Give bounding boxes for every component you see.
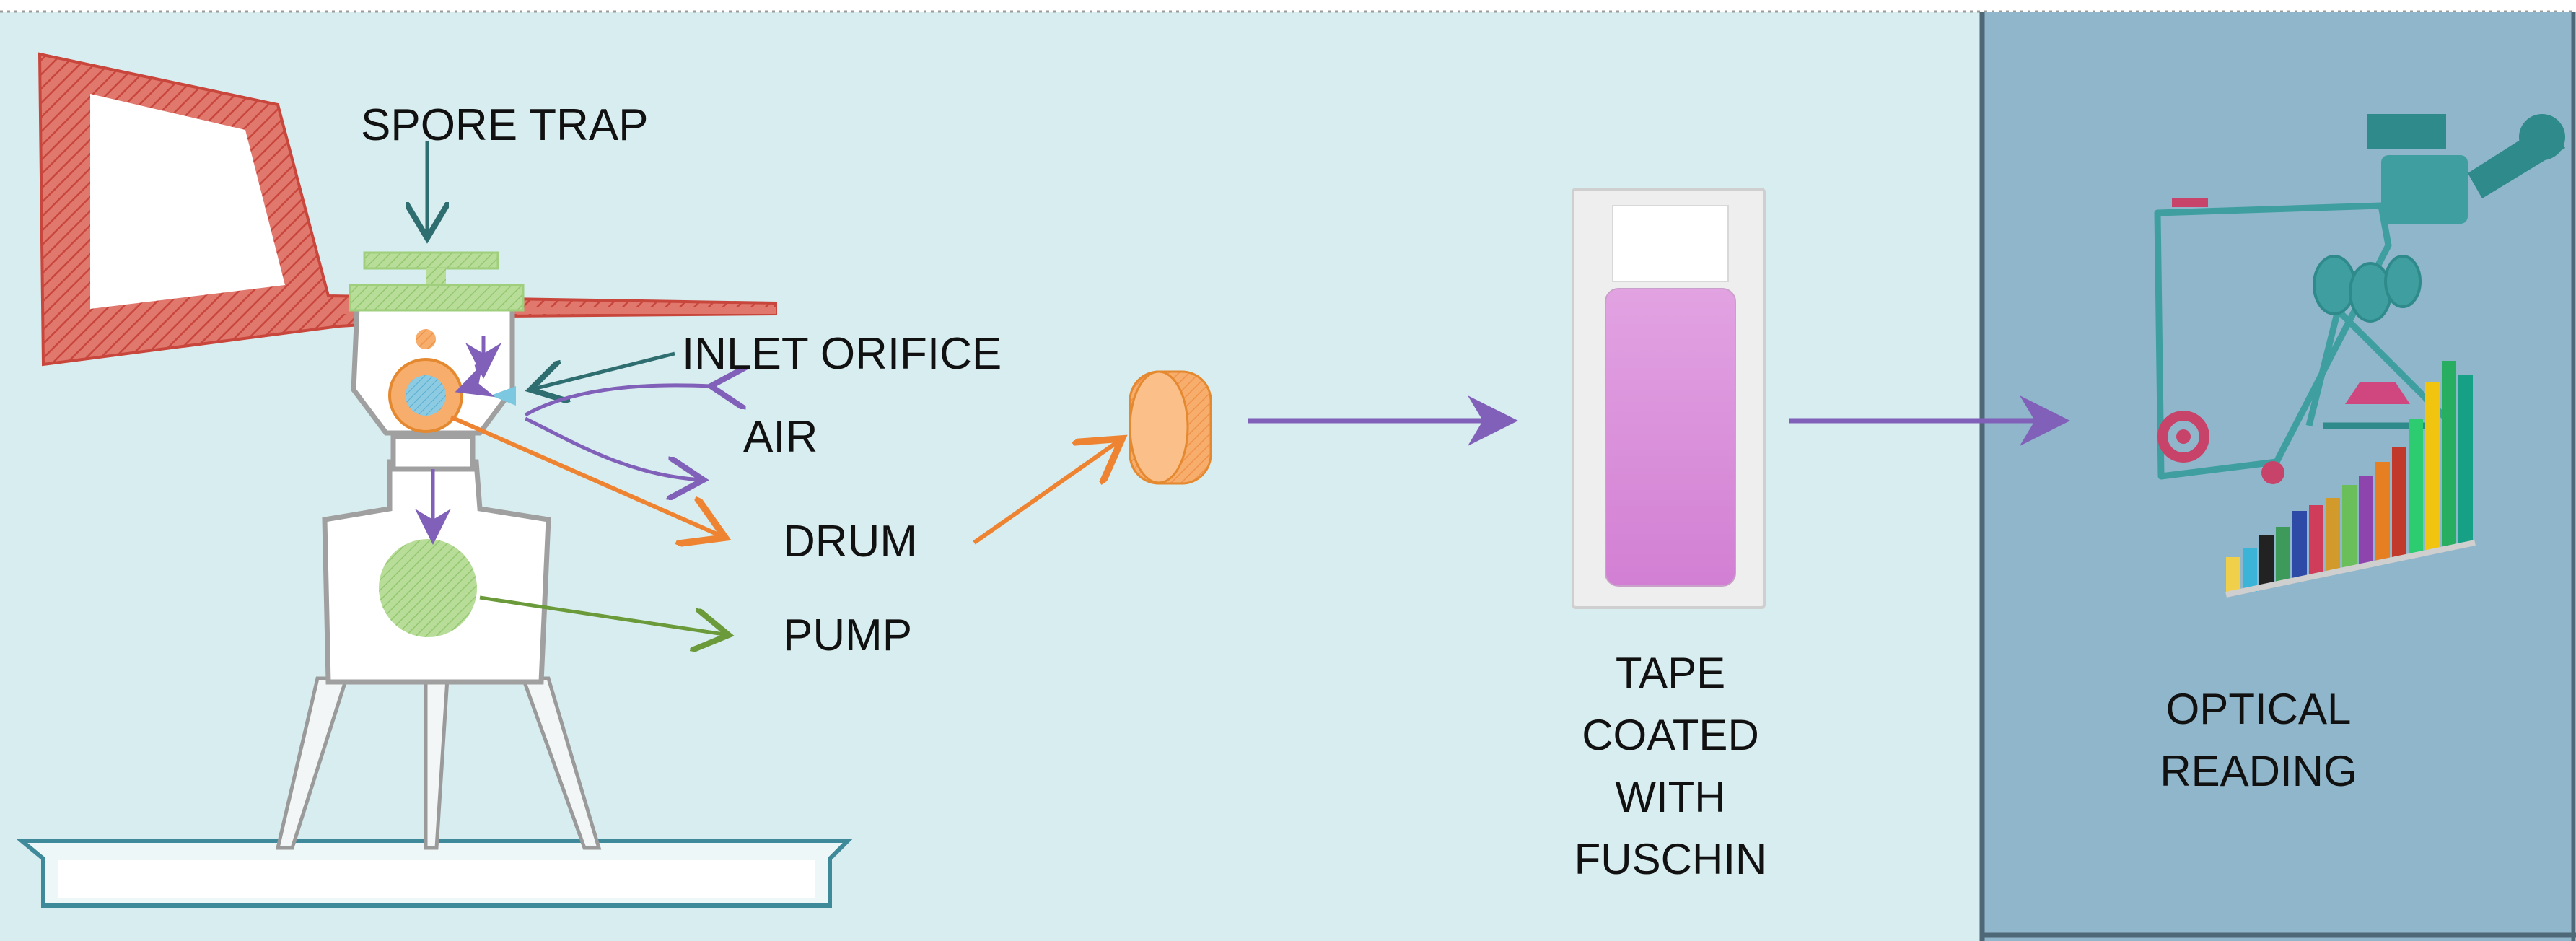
- optical-caption-line: READING: [2160, 747, 2357, 795]
- spore-trap-label: SPORE TRAP: [361, 100, 649, 150]
- optical-caption: OPTICAL READING: [2136, 678, 2381, 802]
- spore-trap-device: [15, 52, 854, 908]
- air-arrow-lower: [524, 416, 704, 480]
- spore-trap-cap: [349, 251, 525, 312]
- tape-slide-icon: [1572, 188, 1766, 609]
- air-arrow-upper: [524, 385, 711, 417]
- air-label: AIR: [743, 412, 818, 462]
- inlet-orifice-arrow: [530, 351, 675, 390]
- drum-arrow: [450, 415, 725, 538]
- inlet-orifice-label: INLET ORIFICE: [682, 329, 1002, 379]
- tape-caption-line: COATED: [1582, 711, 1759, 759]
- drum-icon: [1129, 370, 1212, 485]
- optical-caption-line: OPTICAL: [2165, 685, 2352, 733]
- pump-label: PUMP: [783, 610, 913, 660]
- inlet-orifice: [491, 386, 516, 406]
- pump-arrow: [479, 595, 729, 635]
- tape-caption-line: FUSCHIN: [1574, 835, 1767, 883]
- tape-caption: TAPE COATED WITH FUSCHIN: [1569, 642, 1771, 890]
- microscope-icon: [2154, 114, 2565, 484]
- tape-caption-line: WITH: [1615, 773, 1726, 821]
- bar-chart-icon: [2225, 361, 2476, 598]
- drum-label: DRUM: [783, 517, 917, 566]
- drum-to-cylinder-arrow: [973, 439, 1122, 545]
- tape-caption-line: TAPE: [1615, 649, 1726, 697]
- pump-icon: [379, 539, 477, 637]
